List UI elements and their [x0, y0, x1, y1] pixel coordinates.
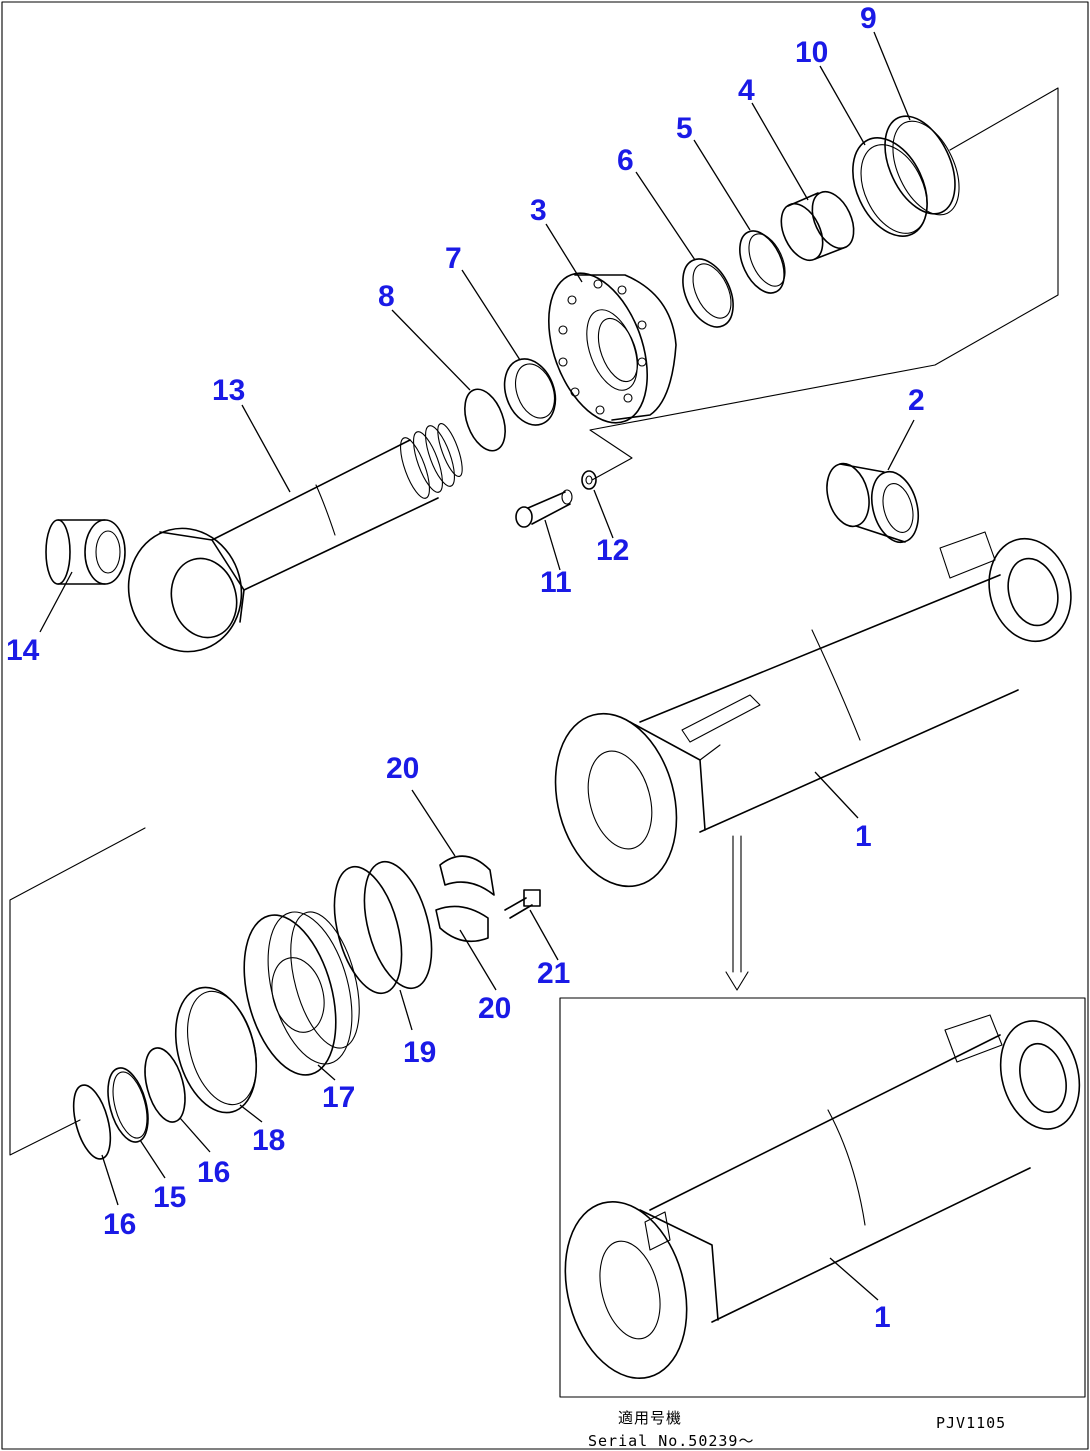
- label-18: 18: [252, 1124, 285, 1157]
- part-21-bolt: [504, 889, 541, 919]
- part-1-cylinder-tube: [554, 531, 1072, 888]
- label-16-upper: 16: [197, 1156, 230, 1189]
- label-16-lower: 16: [103, 1208, 136, 1241]
- label-13: 13: [212, 374, 245, 407]
- part-20-collar-lower: [435, 905, 489, 943]
- down-arrow: [725, 835, 749, 991]
- label-14: 14: [6, 634, 40, 667]
- label-7: 7: [445, 242, 462, 275]
- label-20-lower: 20: [478, 992, 511, 1025]
- inset-frame: [559, 997, 1086, 1398]
- label-5: 5: [676, 112, 693, 145]
- part-3-cylinder-head: [547, 272, 677, 424]
- part-4-bushing: [780, 190, 855, 262]
- part-8-snap-ring: [464, 388, 506, 452]
- label-10: 10: [795, 36, 828, 69]
- part-1-cylinder-tube-inset: [564, 1014, 1081, 1380]
- part-16-ring-lower: [72, 1084, 112, 1160]
- part-labels: 9 10 4 5 6 3 7 8 13 2 12 11 14 20 1 21 2…: [6, 2, 925, 1334]
- label-21: 21: [537, 957, 570, 990]
- part-18-ring: [174, 986, 258, 1114]
- label-17: 17: [322, 1081, 355, 1114]
- label-2: 2: [908, 384, 925, 417]
- part-19-wear-ring: [333, 860, 433, 995]
- part-7-seal: [503, 358, 557, 426]
- label-9: 9: [860, 2, 877, 35]
- part-6-seal: [682, 258, 734, 328]
- label-11: 11: [540, 566, 572, 599]
- part-14-bushing: [45, 519, 126, 585]
- upper-group-outline: [589, 87, 1059, 481]
- label-3: 3: [530, 194, 547, 227]
- label-8: 8: [378, 280, 395, 313]
- part-9-ring: [884, 115, 960, 216]
- part-11-bolt: [515, 489, 573, 528]
- lower-group-outline: [9, 827, 146, 1156]
- applicability-label: 適用号機: [618, 1409, 682, 1427]
- part-20-collar-upper: [439, 855, 495, 896]
- part-5-seal: [739, 230, 786, 294]
- label-1-main: 1: [855, 820, 872, 853]
- label-12: 12: [596, 534, 629, 567]
- part-13-piston-rod: [127, 422, 463, 653]
- serial-number: Serial No.50239～: [588, 1432, 754, 1450]
- drawing-code: PJV1105: [936, 1414, 1006, 1432]
- label-4: 4: [738, 74, 755, 107]
- part-2-bushing: [826, 462, 920, 544]
- footer: 適用号機 Serial No.50239～ PJV1105: [588, 1409, 1006, 1450]
- part-17-piston: [243, 911, 360, 1076]
- label-15: 15: [153, 1181, 186, 1214]
- label-6: 6: [617, 144, 634, 177]
- label-1-inset: 1: [874, 1301, 891, 1334]
- part-10-ring: [852, 137, 928, 237]
- part-12-washer: [581, 470, 597, 490]
- label-20-upper: 20: [386, 752, 419, 785]
- part-16-ring-upper: [144, 1047, 186, 1123]
- part-15-ring: [107, 1067, 149, 1143]
- label-19: 19: [403, 1036, 436, 1069]
- leader-lines: [39, 31, 915, 1301]
